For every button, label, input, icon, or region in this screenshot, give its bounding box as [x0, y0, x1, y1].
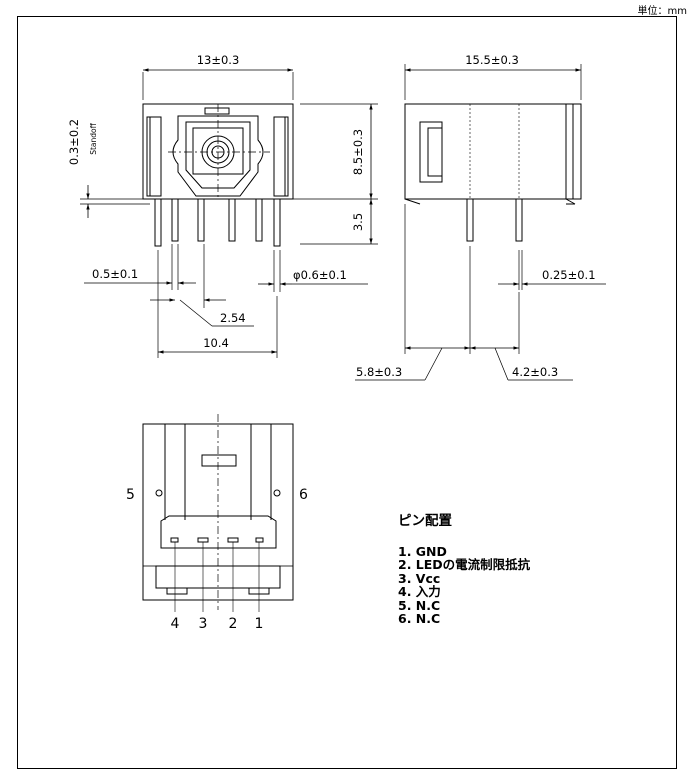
pin-dia-dim-label: φ0.6±0.1 — [293, 268, 347, 282]
front-view — [80, 68, 378, 358]
pin-thk-dim-label: 0.25±0.1 — [542, 268, 596, 282]
pin-item-3: 3. Vcc — [398, 570, 441, 586]
standoff-label: Standoff — [89, 122, 98, 154]
pitch-dim-label: 2.54 — [220, 311, 246, 325]
pin-item-5: 5. N.C — [398, 597, 441, 613]
pin-number-2: 2 — [229, 616, 238, 632]
pin-table-title: ピン配置 — [398, 513, 452, 529]
span-dim-label: 10.4 — [203, 336, 229, 350]
bottom-view — [142, 414, 294, 612]
pin-number-1: 1 — [255, 616, 264, 632]
standoff-dim-label: 0.3±0.2 — [67, 119, 81, 165]
pin-item-2: 2. LEDの電流制限抵抗 — [398, 557, 531, 572]
depth-dim-label: 15.5±0.3 — [465, 53, 519, 67]
pin-assignment-table: ピン配置 1. GND 2. LEDの電流制限抵抗 3. Vcc 4. 入力 5… — [398, 513, 531, 626]
pin-item-1: 1. GND — [398, 543, 447, 559]
side-pin-label-5: 5 — [126, 487, 135, 503]
front-pin-dim-label: 5.8±0.3 — [356, 365, 402, 379]
drawing-frame — [17, 16, 677, 769]
pin-gap-dim-label: 4.2±0.3 — [512, 365, 558, 379]
side-view — [355, 64, 606, 381]
pin-number-3: 3 — [199, 616, 208, 632]
pin-number-4: 4 — [171, 616, 180, 632]
pin-item-6: 6. N.C — [398, 611, 441, 626]
height-dim-label: 8.5±0.3 — [351, 129, 365, 175]
side-pin-label-6: 6 — [299, 487, 308, 503]
width-dim-label: 13±0.3 — [197, 53, 240, 67]
leg-dim-label: 3.5 — [351, 213, 365, 231]
pin-width-dim-label: 0.5±0.1 — [92, 267, 138, 281]
unit-label: 単位：mm — [637, 6, 687, 17]
pin-item-4: 4. 入力 — [398, 584, 441, 599]
